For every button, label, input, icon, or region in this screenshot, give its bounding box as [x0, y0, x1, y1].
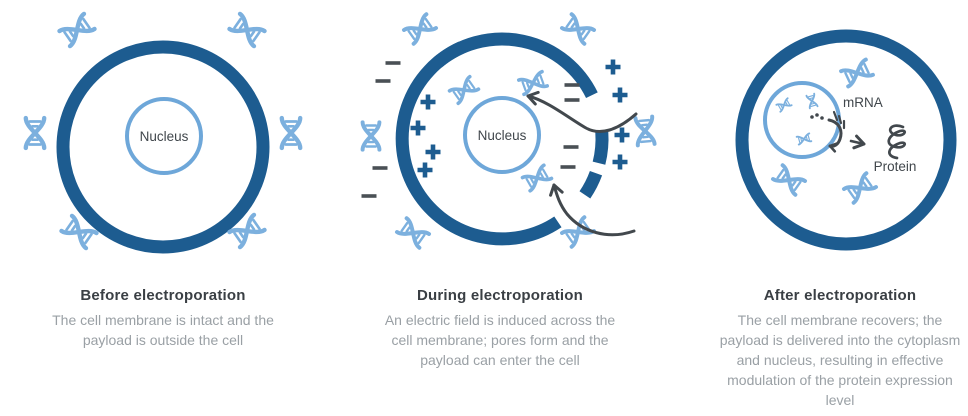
dna-icon: [360, 120, 382, 152]
dna-icon: [795, 132, 813, 146]
dna-icon: [447, 74, 481, 106]
cell-membrane-recovered: [735, 29, 957, 251]
mrna-export-arrow: [810, 110, 846, 153]
dna-icon: [402, 12, 438, 46]
hook-arrow: [827, 118, 843, 153]
protein-icon: [887, 124, 906, 160]
nucleus-circle: [125, 97, 203, 175]
membrane-arc: [395, 41, 562, 246]
plus-icon: [606, 60, 621, 75]
caption-after: After electroporation The cell membrane …: [715, 287, 965, 410]
dna-icon: [842, 171, 878, 205]
motion-line: [832, 110, 839, 122]
plus-icon: [613, 155, 628, 170]
dna-icon: [59, 14, 94, 46]
panel-title: Before electroporation: [80, 287, 246, 304]
cytoplasm-payload-group: [771, 57, 878, 205]
dna-icon: [775, 97, 793, 113]
plus-icon: [411, 121, 426, 136]
dna-icon: [771, 163, 807, 197]
membrane-arc: [579, 170, 603, 199]
payload-entry-arrow-bottom: [549, 183, 636, 237]
cell-membrane-intact: [56, 40, 270, 254]
panel-before-graphic: Nucleus: [26, 14, 300, 254]
dna-icon: [229, 14, 264, 46]
dna-icon: [395, 216, 431, 250]
panel-description: An electric field is induced across the …: [384, 312, 616, 368]
dna-icon: [805, 92, 819, 110]
plus-icon: [615, 128, 630, 143]
panel-title: During electroporation: [416, 287, 584, 304]
dot: [815, 113, 819, 117]
plus-icon: [421, 95, 436, 110]
dna-icon: [560, 215, 596, 249]
plus-icon: [426, 145, 441, 160]
protein-label: Protein: [874, 159, 917, 174]
panel-description: The cell membrane recovers; the payload …: [719, 312, 961, 408]
payload-entry-arrow-top: [526, 90, 638, 133]
panel-description: The cell membrane is intact and the payl…: [52, 312, 274, 348]
dot: [820, 116, 824, 120]
dna-icon: [282, 118, 300, 148]
panel-title: After electroporation: [763, 287, 917, 304]
dna-icon: [516, 69, 550, 97]
dna-icon: [839, 57, 875, 89]
panel-after-graphic: mRNA Protein: [735, 29, 957, 251]
motion-line: [837, 114, 843, 125]
dna-icon: [26, 118, 44, 148]
nucleus-label: Nucleus: [478, 128, 527, 143]
nucleus-label: Nucleus: [140, 129, 189, 144]
membrane-arc: [592, 131, 609, 165]
nucleus-payload-group: [775, 92, 819, 146]
dna-icon: [560, 12, 596, 46]
nucleus-circle: [463, 96, 541, 174]
panel-during-graphic: Nucleus: [359, 12, 657, 250]
dot: [810, 115, 814, 119]
plus-icon: [418, 163, 433, 178]
plus-icon: [613, 88, 628, 103]
diagram-graphics: Nucleus Nucleus: [0, 0, 957, 254]
translation-arrow: [849, 134, 866, 150]
mrna-label: mRNA: [843, 95, 883, 110]
dna-icon: [520, 163, 554, 193]
dna-icon: [633, 114, 657, 148]
caption-before: Before electroporation The cell membrane…: [38, 287, 288, 350]
caption-during: During electroporation An electric field…: [375, 287, 625, 370]
